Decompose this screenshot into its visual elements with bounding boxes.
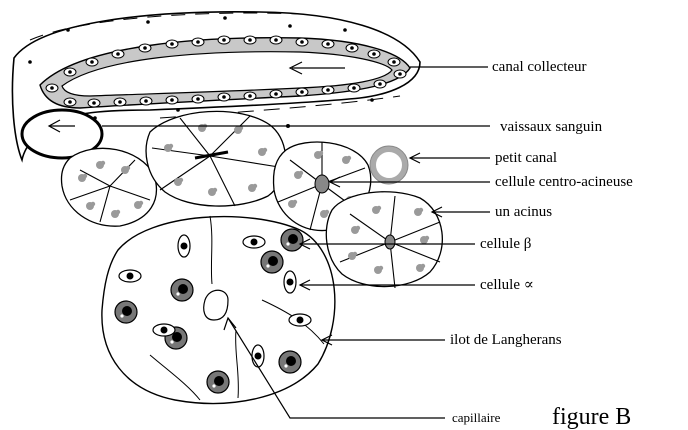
duct-nucleus	[348, 84, 360, 92]
duct-nucleus	[64, 98, 76, 106]
label-vaisseaux-sanguin: vaissaux sanguin	[500, 119, 603, 135]
figure-label: figure B	[552, 404, 631, 430]
alpha-cell	[119, 270, 141, 282]
duct-nucleus	[139, 44, 151, 52]
duct-nucleus	[244, 36, 256, 44]
duct-nucleus	[64, 68, 76, 76]
label-canal-collecteur: canal collecteur	[492, 59, 587, 75]
alpha-cell	[243, 236, 265, 248]
beta-cell	[171, 279, 193, 301]
beta-cell	[281, 229, 303, 251]
duct-nucleus	[374, 80, 386, 88]
duct-nucleus	[244, 92, 256, 100]
label-un-acinus: un acinus	[495, 204, 552, 220]
label-ilot-de-langherans: ilot de Langherans	[450, 332, 562, 348]
duct-nucleus	[322, 86, 334, 94]
duct-nucleus	[270, 90, 282, 98]
duct-nucleus	[322, 40, 334, 48]
label-cellule-centro-acineuse: cellule centro-acineuse	[495, 174, 633, 190]
alpha-cell	[252, 345, 264, 367]
alpha-cell	[153, 324, 175, 336]
duct-nucleus	[192, 95, 204, 103]
label-cellule-alpha: cellule ∝	[480, 277, 534, 293]
duct-nucleus	[296, 88, 308, 96]
duct-nucleus	[166, 40, 178, 48]
duct-nucleus	[86, 58, 98, 66]
beta-cell	[279, 351, 301, 373]
small-duct	[370, 146, 408, 184]
duct-nucleus	[88, 99, 100, 107]
alpha-cell	[289, 314, 311, 326]
duct-nucleus	[368, 50, 380, 58]
duct-nucleus	[112, 50, 124, 58]
label-capillaire: capillaire	[452, 410, 501, 425]
duct-nucleus	[46, 84, 58, 92]
duct-nucleus	[296, 38, 308, 46]
duct-nucleus	[140, 97, 152, 105]
acinus-left	[61, 148, 156, 226]
alpha-cell	[284, 271, 296, 293]
duct-nucleus	[218, 36, 230, 44]
duct-nucleus	[166, 96, 178, 104]
duct-nucleus	[218, 93, 230, 101]
duct-nucleus	[388, 58, 400, 66]
centro-acinar-cell	[315, 175, 329, 193]
label-cellule-beta: cellule β	[480, 236, 531, 252]
duct-nucleus	[114, 98, 126, 106]
capillary	[204, 290, 228, 320]
beta-cell	[115, 301, 137, 323]
duct-nucleus	[192, 38, 204, 46]
beta-cell	[207, 371, 229, 393]
acinus-right	[326, 192, 442, 288]
duct-nucleus	[346, 44, 358, 52]
alpha-cell	[178, 235, 190, 257]
label-petit-canal: petit canal	[495, 150, 557, 166]
duct-nucleus	[394, 70, 406, 78]
duct-nucleus	[270, 36, 282, 44]
beta-cell	[261, 251, 283, 273]
